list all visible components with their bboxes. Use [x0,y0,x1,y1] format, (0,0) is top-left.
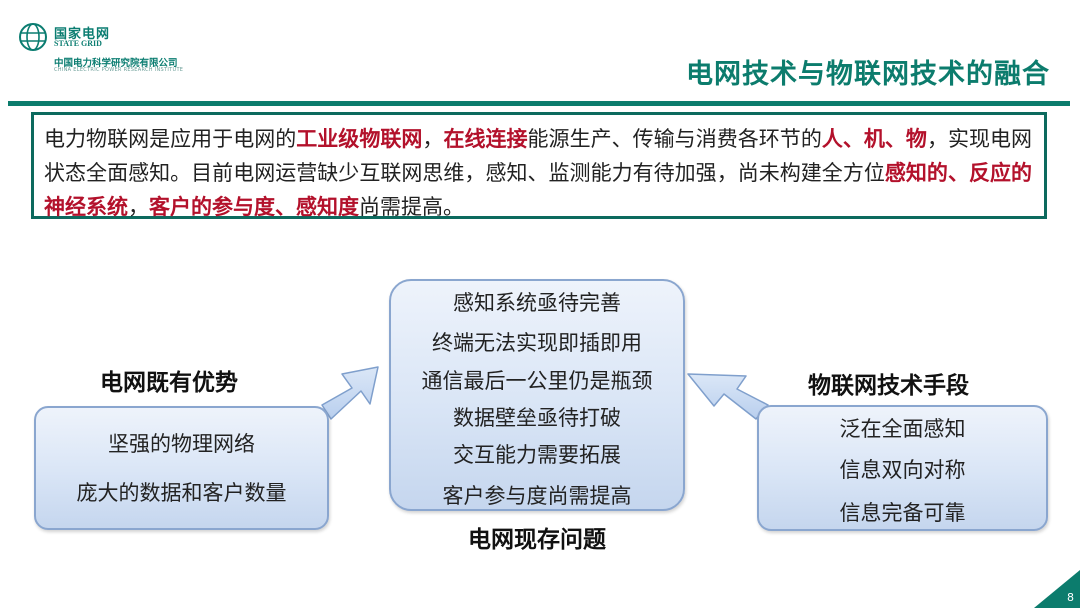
intro-highlight: 感知的、反应的神经系统 [44,161,1033,219]
list-item: 坚强的物理网络 [108,432,255,456]
left-heading: 电网既有优势 [100,370,238,396]
logo-org-cn: 中国电力科学研究院有限公司 [54,58,178,69]
page-number: 8 [1067,591,1074,604]
page-title: 电网技术与物联网技术的融合 [686,59,1050,90]
iot-means-box: 泛在全面感知 信息双向对称 信息完备可靠 [757,405,1048,531]
current-issues-box: 感知系统亟待完善 终端无法实现即插即用 通信最后一公里仍是瓶颈 数据壁垒亟待打破… [389,279,685,511]
list-item: 客户参与度尚需提高 [442,484,632,508]
intro-text: 尚需提高。 [359,195,464,219]
intro-paragraph: 电力物联网是应用于电网的工业级物联网，在线连接能源生产、传输与消费各环节的人、机… [31,112,1047,219]
existing-advantages-box: 坚强的物理网络 庞大的数据和客户数量 [34,406,329,530]
state-grid-logo: 国家电网 STATE GRID 中国电力科学研究院有限公司 CHINA ELEC… [18,22,218,73]
intro-highlight: 工业级物联网 [296,127,423,151]
list-item: 信息完备可靠 [839,501,966,525]
intro-highlight: 客户的参与度、感知度 [149,195,359,219]
list-item: 泛在全面感知 [839,417,966,441]
list-item: 通信最后一公里仍是瓶颈 [421,369,653,393]
title-divider [8,101,1070,106]
page-corner [1034,570,1080,608]
right-heading: 物联网技术手段 [808,373,969,399]
arrow-right-to-center [687,373,769,420]
logo-name-en: STATE GRID [54,39,102,48]
center-heading: 电网现存问题 [468,527,606,553]
arrow-left-to-center [321,366,379,420]
list-item: 信息双向对称 [839,458,966,482]
intro-text: ， [128,195,149,219]
globe-icon [19,23,47,51]
list-item: 庞大的数据和客户数量 [76,481,287,505]
list-item: 数据壁垒亟待打破 [453,406,621,430]
list-item: 感知系统亟待完善 [453,291,621,315]
list-item: 终端无法实现即插即用 [432,331,642,355]
list-item: 交互能力需要拓展 [453,443,621,467]
intro-highlight: 在线连接 [443,127,528,151]
intro-text: 能源生产、传输与消费各环节的 [527,127,822,151]
intro-text: ，实现电网状态全面感知。目前电网运营缺少互联网思维，感知、监测能力有待加强，尚未… [44,127,1033,185]
logo-org-en: CHINA ELECTRIC POWER RESEARCH INSTITUTE [54,67,184,73]
intro-text: 电力物联网是应用于电网的 [44,127,297,151]
intro-highlight: 人、机、物 [821,127,927,151]
intro-text: ， [422,127,444,151]
logo-name-cn: 国家电网 [54,27,111,42]
